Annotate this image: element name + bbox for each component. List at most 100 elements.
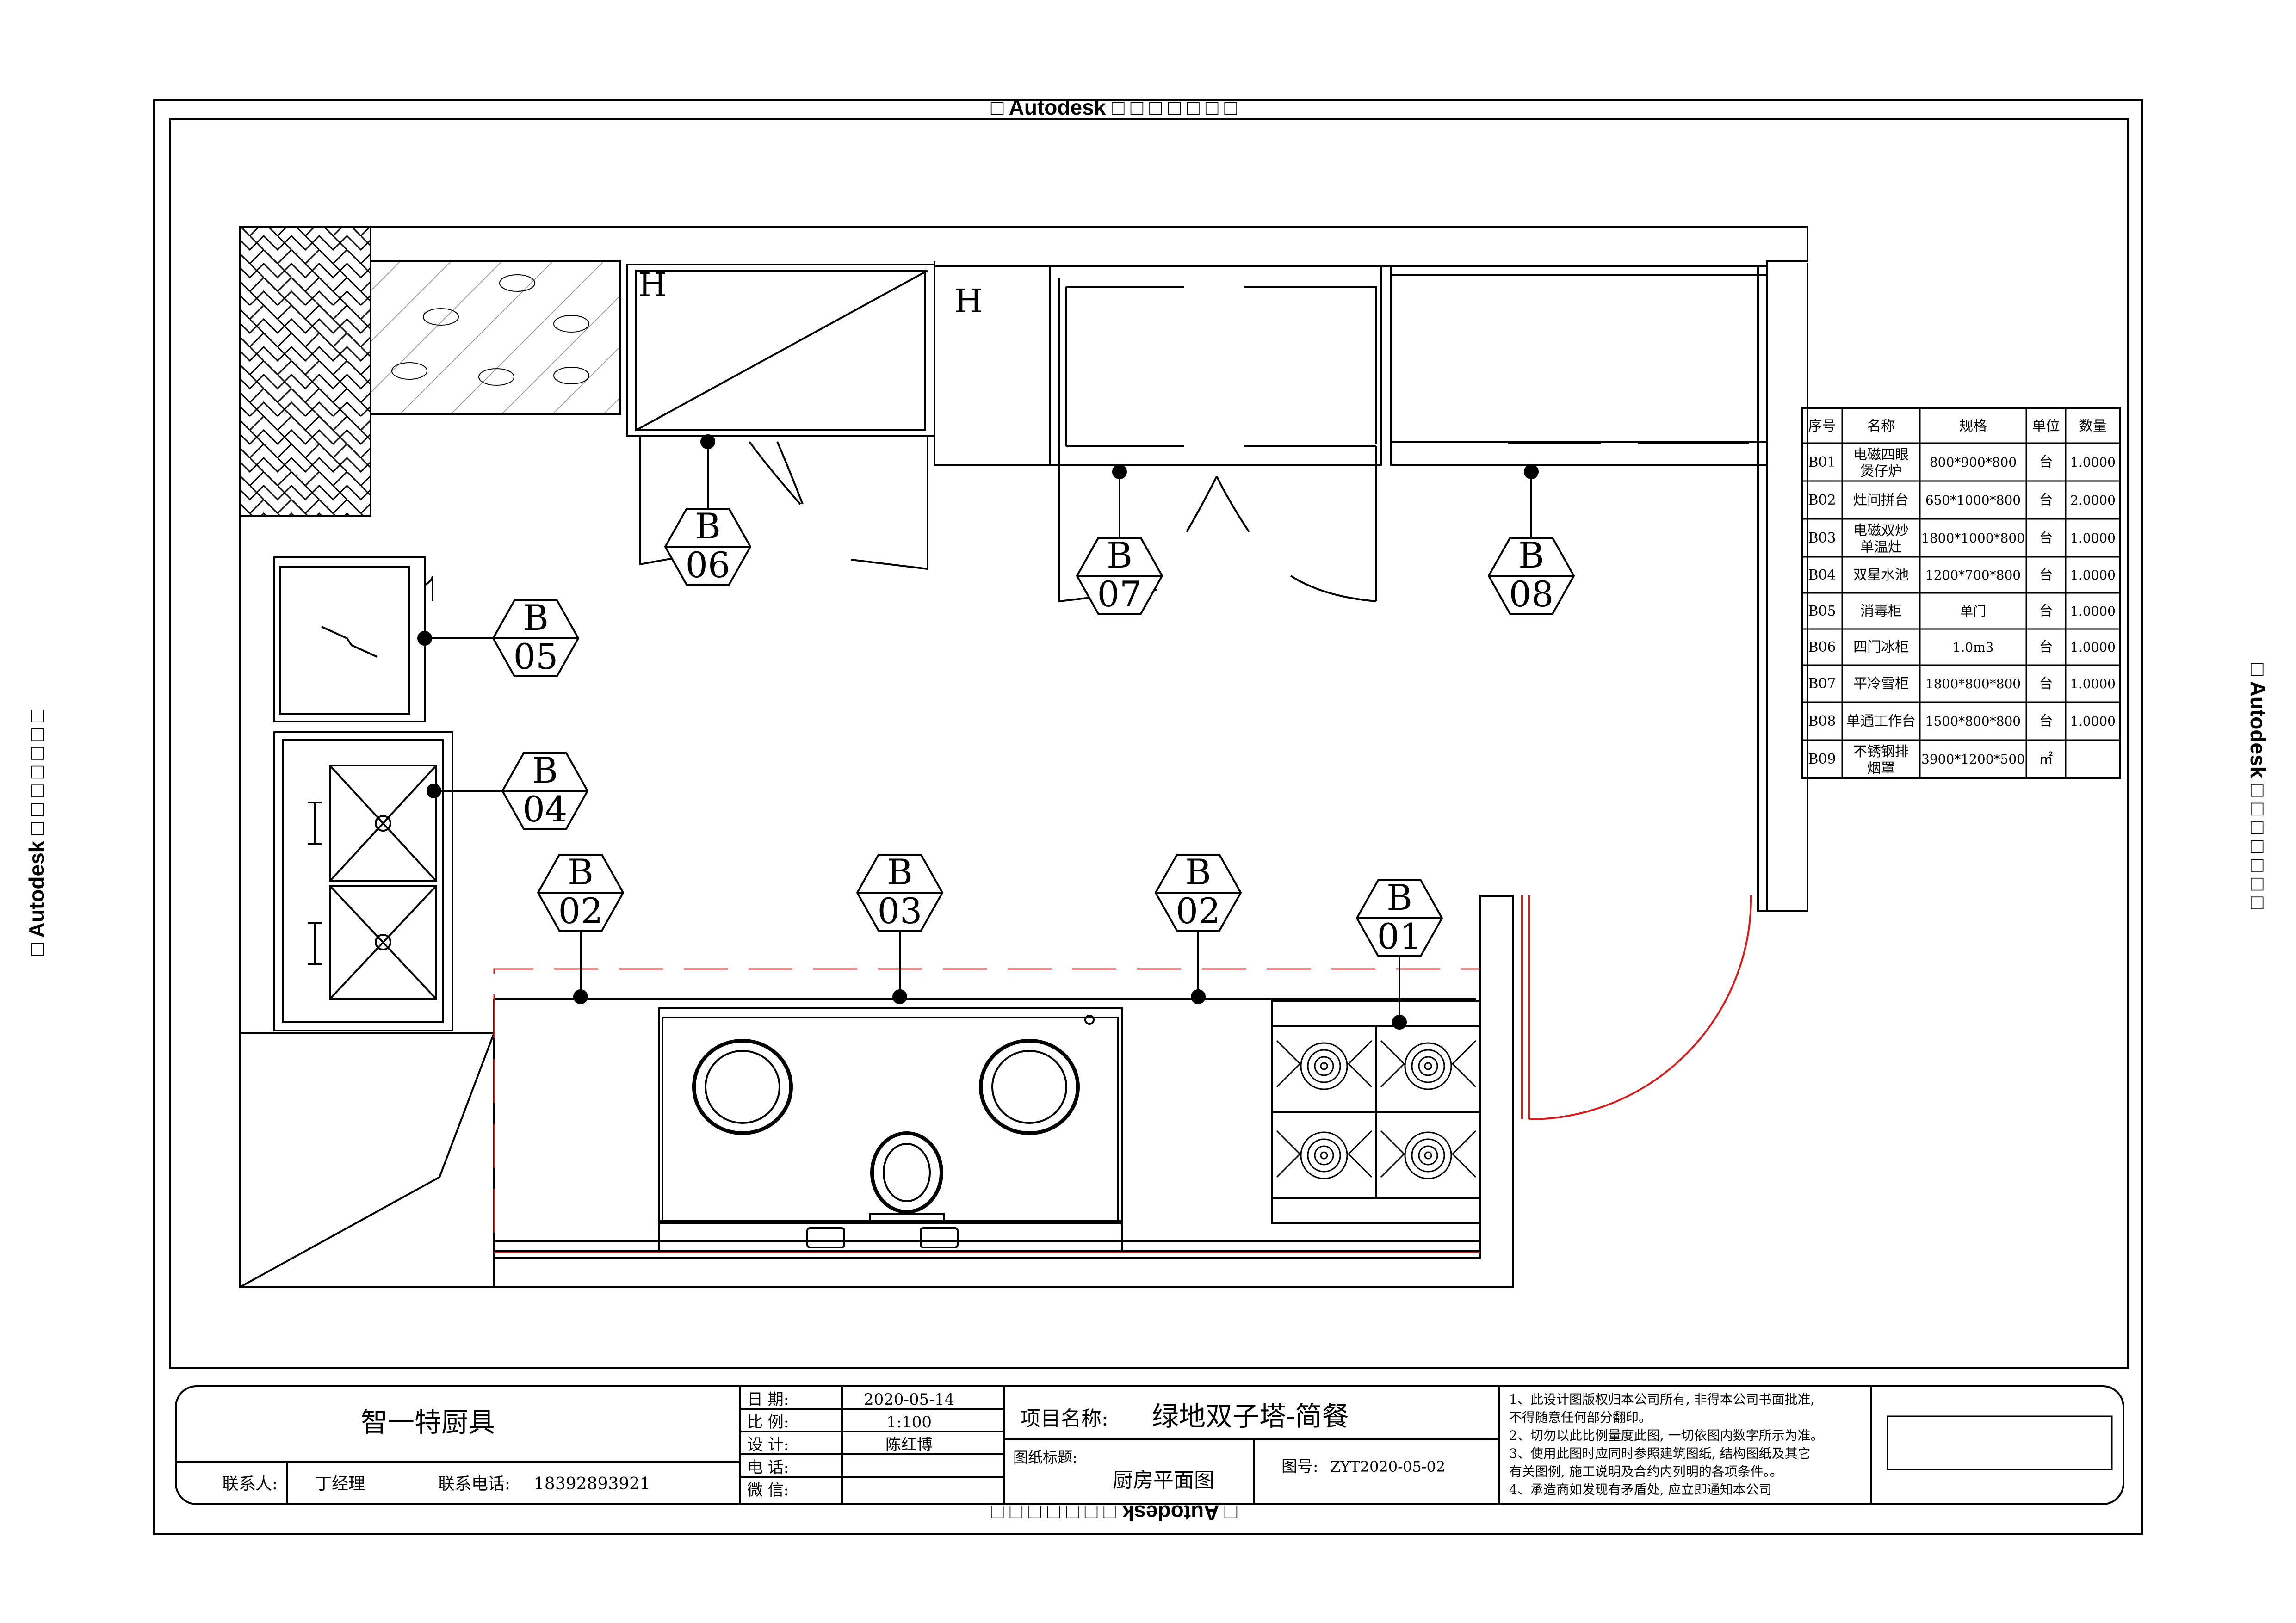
leader-dot — [1392, 1015, 1407, 1030]
schedule-name-cell: 单温灶 — [1860, 539, 1902, 555]
tag-leaders — [417, 434, 1539, 1030]
leader-dot — [1191, 989, 1206, 1004]
note-line-4: 3、使用此图时应同时参照建筑图纸, 结构图纸及其它 — [1509, 1446, 1811, 1461]
entry-door — [1521, 895, 1752, 1120]
schedule-qty-cell: 1.0000 — [2070, 531, 2116, 546]
leader-dot — [417, 631, 432, 646]
svg-text:01: 01 — [1377, 916, 1422, 957]
kitchen-wall-outline — [239, 226, 1808, 1288]
svg-text:B: B — [532, 750, 558, 791]
wechat-label: 微 信: — [747, 1481, 789, 1500]
note-line-5: 有关图例, 施工说明及合约内列明的各项条件。。 — [1509, 1464, 1783, 1479]
wok-ring-right — [979, 1039, 1080, 1135]
brick-column — [239, 226, 371, 517]
title-block — [175, 1385, 2124, 1505]
wok-ring-left — [692, 1039, 793, 1135]
leader-dot — [427, 784, 441, 798]
schedule-name-cell: 电磁四眼 — [1853, 447, 1909, 463]
company-name: 智一特厨具 — [361, 1407, 495, 1438]
leader-dot — [1524, 464, 1539, 479]
schedule-unit-cell: 台 — [2039, 603, 2053, 619]
tag-b03: B 03 — [856, 852, 944, 932]
schedule-name-cell: 平冷雪柜 — [1853, 676, 1909, 692]
schedule-spec-cell: 800*900*800 — [1930, 455, 2017, 470]
drawing-title: 厨房平面图 — [1113, 1469, 1214, 1492]
drawing-no-label: 图号: — [1281, 1457, 1318, 1476]
schedule-name-cell: 四门冰柜 — [1853, 639, 1909, 655]
schedule-spec-cell: 1800*1000*800 — [1921, 531, 2025, 546]
watermark-top: □ Autodesk □ □ □ □ □ □ □ — [991, 95, 1238, 119]
cooler-b07 — [1049, 266, 1382, 466]
schedule-header-cell: 序号 — [1808, 418, 1836, 434]
schedule-name-cell: 烟罩 — [1867, 760, 1895, 777]
phone-label: 联系电话: — [438, 1475, 510, 1493]
schedule-name-cell: 双星水池 — [1853, 567, 1909, 583]
schedule-qty-cell: 1.0000 — [2070, 568, 2116, 583]
schedule-spec-cell: 650*1000*800 — [1925, 493, 2021, 508]
schedule-unit-cell: 台 — [2039, 713, 2053, 729]
svg-text:B: B — [523, 597, 549, 638]
svg-text:07: 07 — [1097, 574, 1142, 615]
schedule-spec-cell: 1800*800*800 — [1925, 676, 2021, 691]
schedule-spec-cell: 单门 — [1960, 604, 1986, 619]
tel-label: 电 话: — [747, 1458, 789, 1477]
tag-b06: B 06 — [664, 506, 752, 586]
schedule-name-cell: 消毒柜 — [1860, 603, 1902, 619]
schedule-id-cell: B07 — [1808, 676, 1836, 692]
schedule-qty-cell: 1.0000 — [2070, 714, 2116, 729]
contact-name: 丁经理 — [315, 1475, 365, 1493]
cooking-line-base — [493, 999, 1480, 1258]
tag-b07: B 07 — [1076, 535, 1163, 615]
schedule-spec-cell: 3900*1200*500 — [1921, 752, 2025, 767]
fish-tank — [370, 260, 621, 415]
schedule-id-cell: B06 — [1808, 639, 1836, 655]
schedule-id-cell: B03 — [1808, 530, 1836, 546]
schedule-header-cell: 规格 — [1959, 418, 1987, 434]
exhaust-hood-b09 — [493, 968, 1480, 1253]
project-label: 项目名称: — [1020, 1407, 1108, 1431]
title-block-text: 智一特厨具 联系人: 丁经理 联系电话: 18392893921 日 期: 20… — [222, 1390, 1824, 1500]
note-line-3: 2、切勿以此比例量度此图, 一切依图内数字所示为准。 — [1509, 1428, 1824, 1443]
tag-b08: B 08 — [1487, 535, 1575, 615]
schedule-id-cell: B05 — [1808, 603, 1836, 619]
note-line-2: 不得随意任何部分翻印。 — [1509, 1410, 1652, 1425]
project-name: 绿地双子塔-简餐 — [1152, 1401, 1349, 1432]
schedule-unit-cell: 台 — [2039, 676, 2053, 692]
schedule-name-cell: 电磁双炒 — [1853, 523, 1909, 539]
date-value: 2020-05-14 — [864, 1390, 954, 1409]
disinfection-cabinet-b05 — [273, 556, 426, 722]
schedule-id-cell: B02 — [1808, 492, 1836, 508]
wall-inner-line — [1757, 266, 1768, 912]
svg-text:02: 02 — [1176, 890, 1221, 932]
inner-drawing-frame — [169, 118, 2129, 1369]
tag-hexagons: B 01 B 02 B 03 B 02 B 04 B 05 — [492, 506, 1575, 957]
schedule-unit-cell: 台 — [2039, 639, 2053, 655]
tag-b04: B 04 — [501, 750, 589, 830]
qr-placeholder — [1887, 1415, 2113, 1470]
schedule-id-cell: B08 — [1808, 713, 1836, 729]
svg-text:B: B — [1518, 535, 1544, 576]
svg-text:02: 02 — [558, 890, 603, 932]
svg-text:05: 05 — [514, 636, 558, 677]
tag-b02-left: B 02 — [537, 852, 625, 932]
schedule-unit-cell: 台 — [2039, 454, 2053, 470]
designer-label: 设 计: — [747, 1436, 789, 1454]
schedule-name-cell: 单通工作台 — [1846, 713, 1916, 729]
tag-b05: B 05 — [492, 597, 580, 677]
schedule-name-cell: 煲仔炉 — [1860, 463, 1902, 480]
schedule-qty-cell: 1.0000 — [2070, 640, 2116, 655]
schedule-spec-cell: 1200*700*800 — [1925, 568, 2021, 583]
svg-text:B: B — [1107, 535, 1133, 576]
watermark-left: □ Autodesk □ □ □ □ □ □ □ — [25, 710, 49, 956]
schedule-name-cell: 灶间拼台 — [1853, 492, 1909, 508]
svg-text:06: 06 — [686, 544, 730, 586]
svg-text:B: B — [1386, 877, 1412, 918]
leader-dot — [892, 989, 907, 1004]
schedule-spec-cell: 1.0m3 — [1953, 640, 1994, 655]
schedule-id-cell: B01 — [1808, 454, 1836, 470]
svg-text:B: B — [1185, 852, 1211, 893]
freezer-door-swing — [639, 436, 928, 570]
note-line-1: 1、此设计图版权归本公司所有, 非得本公司书面批准, — [1509, 1392, 1815, 1407]
phone-number: 18392893921 — [534, 1475, 650, 1493]
